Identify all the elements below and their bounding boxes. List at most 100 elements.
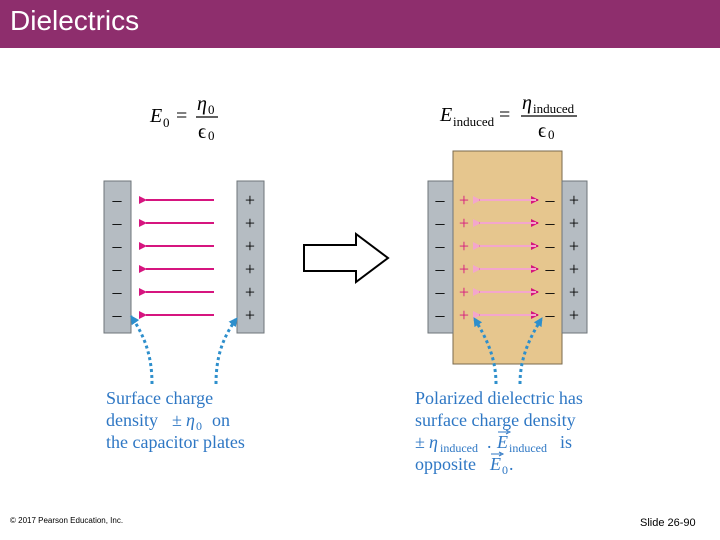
dielectric-plus-sign: + <box>459 305 469 325</box>
left-caption-pm: ± <box>172 410 182 430</box>
right-caption-opposite: opposite <box>415 454 476 474</box>
left-plus-sign: + <box>245 190 255 210</box>
right-plate-plus-sign: + <box>569 190 579 210</box>
left-pointer-plus <box>214 317 239 385</box>
dielectric-plus-signs: + + + + + + <box>459 190 469 325</box>
left-caption-eta-sub: 0 <box>196 419 202 433</box>
right-plate-minus-sign: – <box>435 190 446 210</box>
left-caption-line2a: density <box>106 410 158 430</box>
left-caption-eta: η <box>186 410 195 430</box>
left-plus-sign: + <box>245 282 255 302</box>
right-plate-plus-sign: + <box>569 305 579 325</box>
right-plate-minus-signs: –––––– <box>435 190 446 325</box>
right-plate-plus-sign: + <box>569 259 579 279</box>
right-eq-lhs-sub: induced <box>453 114 495 129</box>
right-plate-minus-sign: – <box>435 305 446 325</box>
right-plate-plus-sign: + <box>569 236 579 256</box>
right-caption-dot1: . <box>487 432 492 452</box>
right-caption-vec-head1 <box>505 429 512 435</box>
right-plate-minus-sign: – <box>435 282 446 302</box>
dielectric-diagram: E 0 = η 0 ϵ 0 – – – – – – + + + + + + E induced = … <box>103 92 588 477</box>
left-eq-lhs-var: E <box>149 105 162 127</box>
left-minus-sign: – <box>112 213 123 233</box>
left-minus-sign: – <box>112 305 123 325</box>
left-eq-den-sub: 0 <box>208 128 215 143</box>
dielectric-minus-sign: – <box>545 190 556 210</box>
right-eq-num-var: η <box>522 92 532 114</box>
left-plus-sign: + <box>245 305 255 325</box>
right-caption-line1: Polarized dielectric has <box>415 388 583 408</box>
transition-arrow <box>303 232 390 284</box>
left-positive-plate <box>236 180 265 334</box>
left-minus-sign: – <box>112 190 123 210</box>
dielectric-plus-sign: + <box>459 282 469 302</box>
right-field-arrows <box>473 196 539 319</box>
left-minus-sign: – <box>112 259 123 279</box>
left-field-arrows <box>139 196 214 319</box>
left-equation: E 0 = η 0 ϵ 0 <box>149 93 218 143</box>
left-minus-sign: – <box>112 282 123 302</box>
right-caption-dot2: . <box>509 454 514 474</box>
left-eq-equals: = <box>176 105 187 127</box>
right-caption-vec-e: E <box>496 432 508 452</box>
right-equation: E induced = η induced ϵ 0 <box>439 92 577 142</box>
left-plus-sign: + <box>245 259 255 279</box>
right-caption-vec-e0-sub: 0 <box>502 463 508 477</box>
left-eq-lhs-sub: 0 <box>163 115 170 130</box>
left-capacitor: – – – – – – + + + + + + <box>103 180 265 334</box>
slide-number: Slide 26-90 <box>640 517 696 529</box>
right-eq-den-sub: 0 <box>548 127 555 142</box>
left-caption-line2b: on <box>212 410 230 430</box>
left-caption-line3: the capacitor plates <box>106 432 245 452</box>
dielectric-slab <box>452 150 563 365</box>
dielectric-minus-sign: – <box>545 259 556 279</box>
title-bar: Dielectrics <box>0 0 720 48</box>
slide-title: Dielectrics <box>10 5 140 36</box>
right-caption: Polarized dielectric has surface charge … <box>415 388 583 477</box>
right-pointer-plus <box>472 317 498 385</box>
right-negative-plate <box>427 180 454 334</box>
copyright-text: © 2017 Pearson Education, Inc. <box>10 516 124 525</box>
left-caption-line1: Surface charge <box>106 388 213 408</box>
right-caption-pm: ± <box>415 432 425 452</box>
right-plate-plus-signs: + + + + + + <box>569 190 579 325</box>
dielectric-plus-sign: + <box>459 236 469 256</box>
dielectric-minus-signs: –––––– <box>545 190 556 325</box>
left-eq-den-var: ϵ <box>198 121 206 143</box>
left-plus-sign: + <box>245 213 255 233</box>
dielectric-minus-sign: – <box>545 213 556 233</box>
right-eq-num-sub: induced <box>533 101 575 116</box>
right-caption-eta: η <box>429 432 438 452</box>
right-caption-line2: surface charge density <box>415 410 576 430</box>
right-caption-vec-sub: induced <box>509 441 547 455</box>
left-plus-signs: + + + + + + <box>245 190 255 325</box>
right-eq-equals: = <box>499 104 510 126</box>
right-positive-plate <box>561 180 588 334</box>
right-plate-minus-sign: – <box>435 213 446 233</box>
right-caption-vec-e0: E <box>489 454 501 474</box>
right-eq-lhs-var: E <box>439 104 452 126</box>
left-eq-num-var: η <box>197 93 207 115</box>
left-eq-num-sub: 0 <box>208 102 215 117</box>
left-minus-sign: – <box>112 236 123 256</box>
dielectric-plus-sign: + <box>459 190 469 210</box>
left-plus-sign: + <box>245 236 255 256</box>
left-minus-signs: – – – – – – <box>112 190 123 325</box>
dielectric-minus-sign: – <box>545 305 556 325</box>
dielectric-plus-sign: + <box>459 259 469 279</box>
right-caption-vec-head2 <box>498 451 505 457</box>
right-plate-plus-sign: + <box>569 282 579 302</box>
right-plate-minus-sign: – <box>435 259 446 279</box>
left-negative-plate <box>103 180 132 334</box>
right-caption-eta-sub: induced <box>440 441 478 455</box>
right-caption-is: is <box>560 432 572 452</box>
right-capacitor: –––––– ++++++ ++++++ –––––– <box>427 150 588 365</box>
right-plate-plus-sign: + <box>569 213 579 233</box>
right-pointer-minus <box>518 317 544 385</box>
right-eq-den-var: ϵ <box>538 120 546 142</box>
left-pointer-minus <box>129 315 154 385</box>
dielectric-plus-sign: + <box>459 213 469 233</box>
dielectric-minus-sign: – <box>545 236 556 256</box>
pointer-lines <box>129 315 544 385</box>
left-caption: Surface charge density ± η 0 on the capa… <box>106 388 245 452</box>
